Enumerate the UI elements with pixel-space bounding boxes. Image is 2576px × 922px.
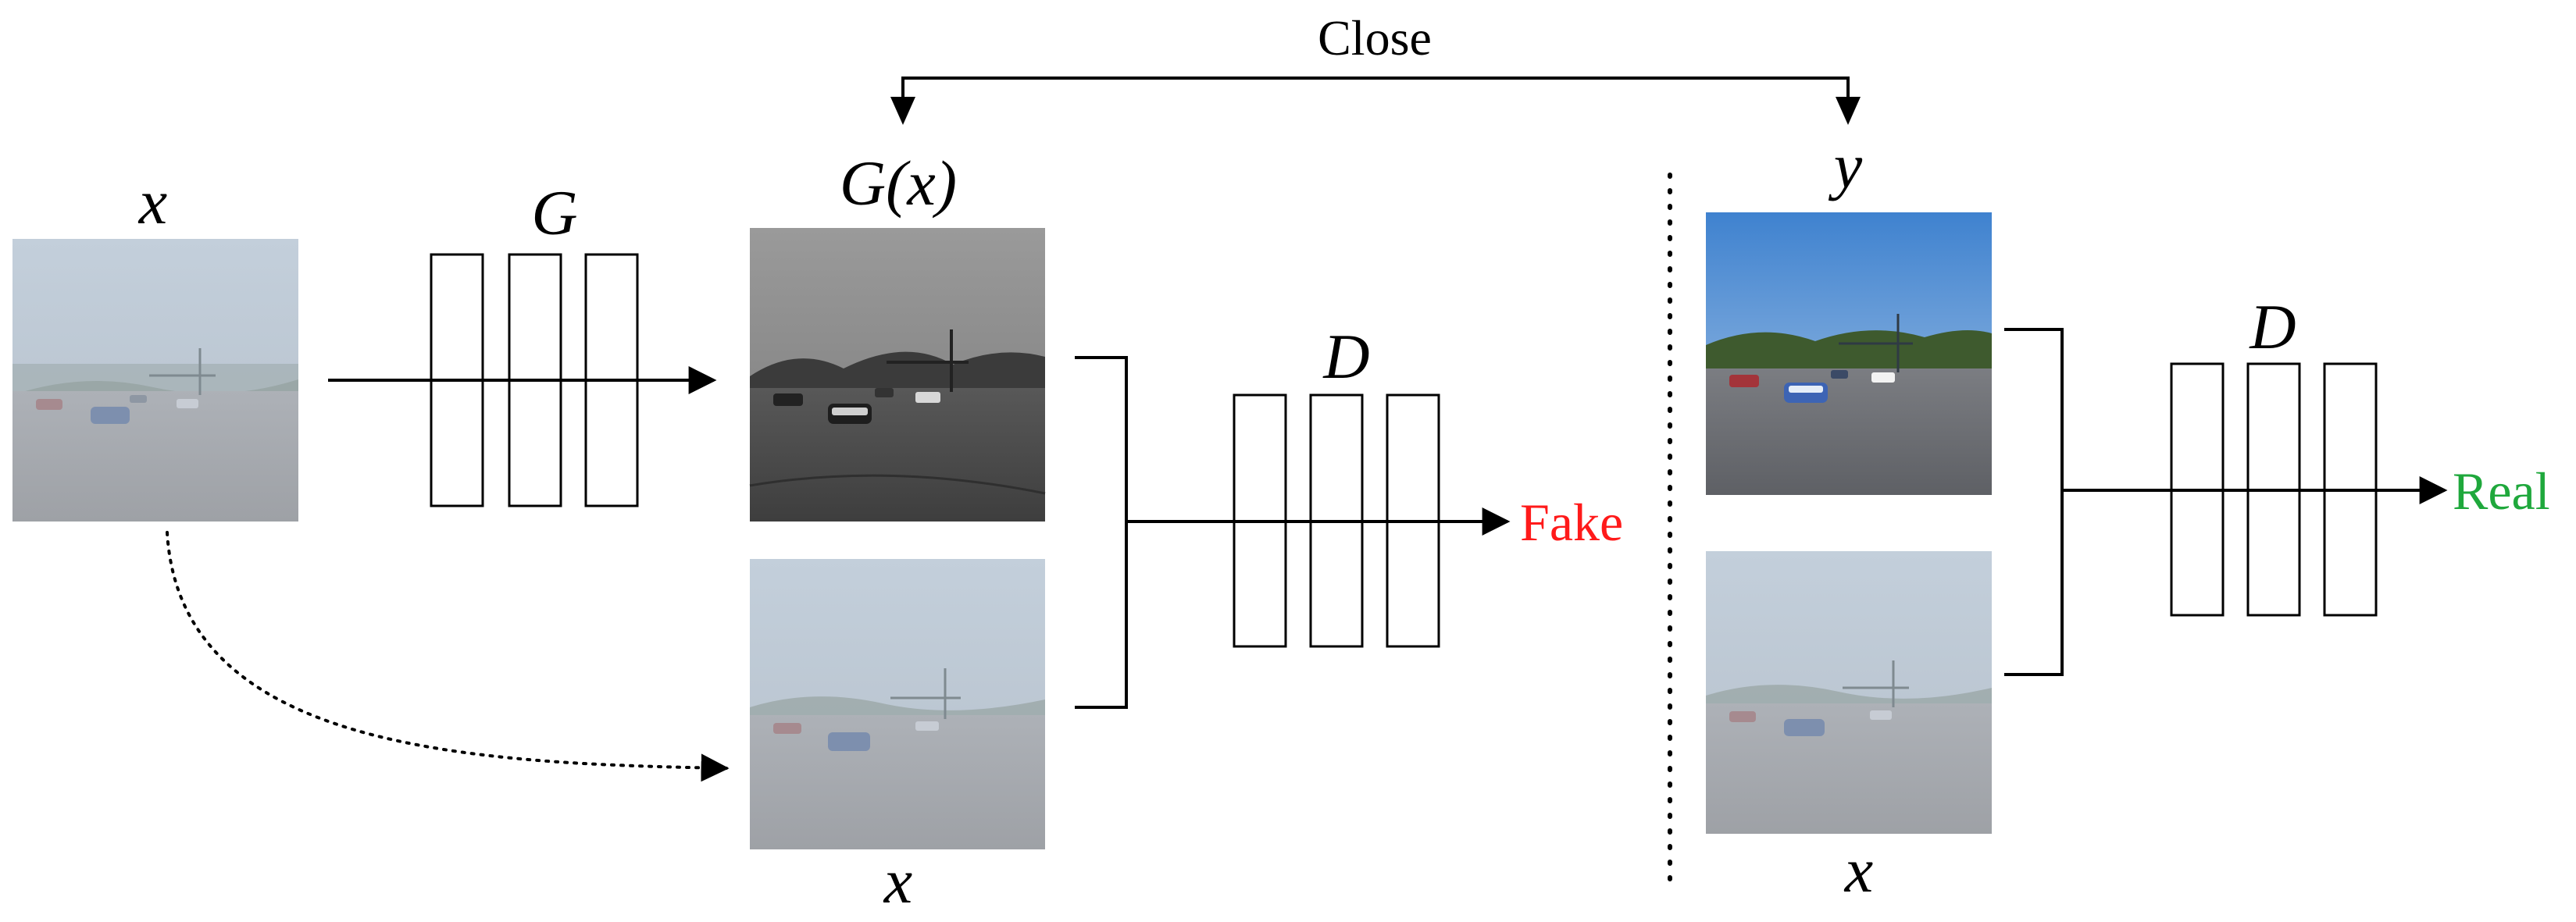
target-clear-image <box>1706 212 1992 495</box>
dotted-skip-arrow <box>166 531 730 782</box>
close-label: Close <box>1318 10 1432 66</box>
disc-left-label: D <box>1322 321 1369 392</box>
fake-label: Fake <box>1520 493 1623 552</box>
generated-label: G(x) <box>840 148 957 219</box>
close-bracket <box>901 77 1850 119</box>
close-arrow-right-head <box>1836 97 1861 125</box>
target-y-label: y <box>1829 130 1863 201</box>
input-hazy-image <box>12 239 298 522</box>
right-pair-bracket <box>2004 328 2064 676</box>
bottom-x-left-label: x <box>883 845 912 917</box>
condition-hazy-image-right <box>1706 551 1992 834</box>
disc-right-label: D <box>2249 291 2296 362</box>
condition-hazy-image-left <box>750 559 1045 849</box>
bottom-x-right-label: x <box>1844 835 1873 906</box>
input-x-label: x <box>138 166 167 237</box>
generated-grayscale-image <box>749 228 1046 522</box>
left-pair-bracket <box>1075 356 1128 709</box>
generator-label: G <box>531 177 577 248</box>
real-label: Real <box>2453 461 2550 521</box>
close-arrow-left-head <box>890 97 915 125</box>
